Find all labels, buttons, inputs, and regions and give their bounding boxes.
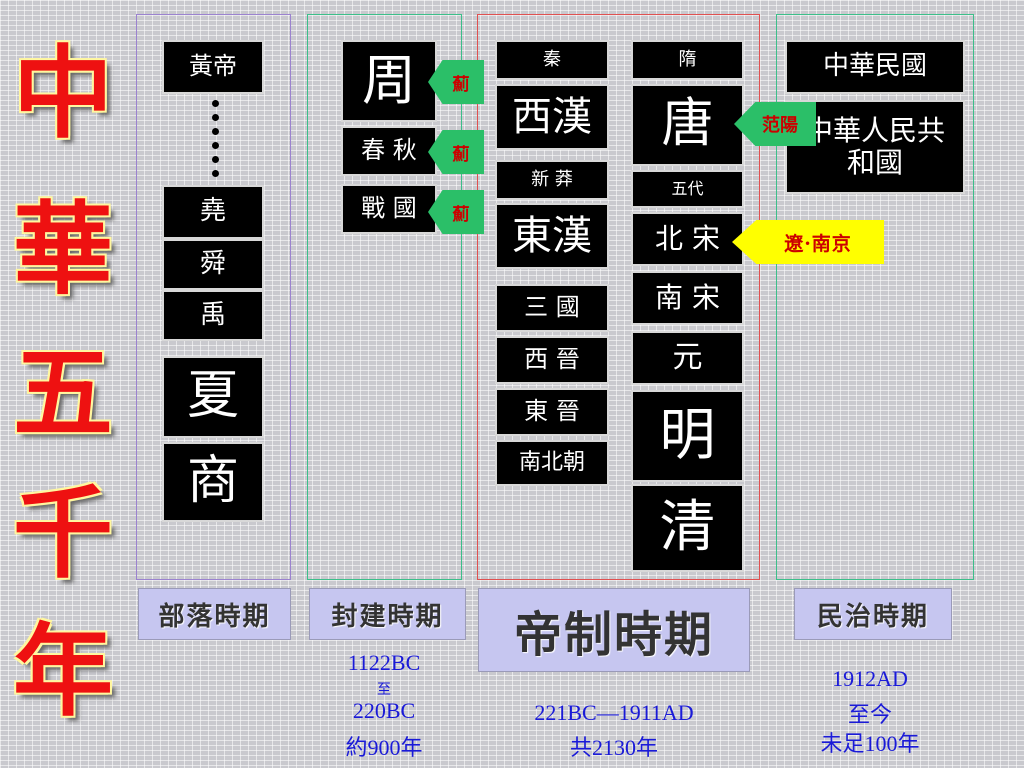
label-feudal: 封建時期 [309, 588, 466, 640]
date-imperial-duration: 共2130年 [569, 735, 658, 760]
block-xihan: 西漢 [495, 84, 609, 150]
date-republic-start: 1912AD [832, 666, 908, 691]
title-char-4: 千 [13, 474, 113, 592]
block-nanbeichao: 南北朝 [495, 440, 609, 486]
block-chunqiu: 春 秋 [341, 126, 437, 176]
block-beisong: 北 宋 [631, 212, 744, 266]
title-char-5: 年 [13, 612, 113, 730]
label-republic: 民治時期 [794, 588, 952, 640]
date-republic-to: 至今 [847, 702, 892, 727]
date-feudal-duration: 約900年 [345, 735, 423, 760]
block-qing: 清 [631, 484, 744, 572]
block-shang: 商 [162, 442, 264, 522]
date-feudal-to: 至 [377, 683, 391, 698]
block-nansong: 南 宋 [631, 271, 744, 325]
block-sanguo: 三 國 [495, 284, 609, 332]
frame-imperial [477, 14, 760, 580]
frame-republic [776, 14, 974, 580]
label-imperial: 帝制時期 [478, 588, 750, 672]
block-huangdi: 黃帝 [162, 40, 264, 94]
block-qin: 秦 [495, 40, 609, 80]
block-xinmang: 新 莽 [495, 160, 609, 200]
block-tang: 唐 [631, 84, 744, 166]
block-yao: 堯 [162, 185, 264, 239]
block-xijin: 西 晉 [495, 336, 609, 384]
date-feudal-start: 1122BC [347, 650, 421, 675]
block-yu: 禹 [162, 290, 264, 341]
frame-feudal [307, 14, 462, 580]
block-wudai: 五代 [631, 170, 744, 208]
block-donghan: 東漢 [495, 203, 609, 269]
block-yuan: 元 [631, 331, 744, 385]
tag-liao-nanjing: 遼·南京 [732, 220, 884, 264]
block-shun: 舜 [162, 239, 264, 290]
ellipsis-dots [212, 100, 222, 184]
block-dongjin: 東 晉 [495, 388, 609, 436]
date-republic-duration: 未足100年 [820, 731, 920, 756]
block-sui: 隋 [631, 40, 744, 80]
block-zhou: 周 [341, 40, 437, 122]
block-xia: 夏 [162, 356, 264, 438]
block-ming: 明 [631, 390, 744, 482]
block-roc: 中華民國 [785, 40, 965, 94]
title-char-3: 五 [13, 334, 113, 452]
title-char-1: 中 [13, 34, 113, 152]
title-char-2: 華 [13, 190, 113, 308]
date-imperial-range: 221BC—1911AD [534, 700, 694, 725]
block-zhanguo: 戰 國 [341, 184, 437, 234]
label-tribal: 部落時期 [138, 588, 291, 640]
frame-tribal [136, 14, 291, 580]
date-feudal-end: 220BC [352, 698, 416, 723]
